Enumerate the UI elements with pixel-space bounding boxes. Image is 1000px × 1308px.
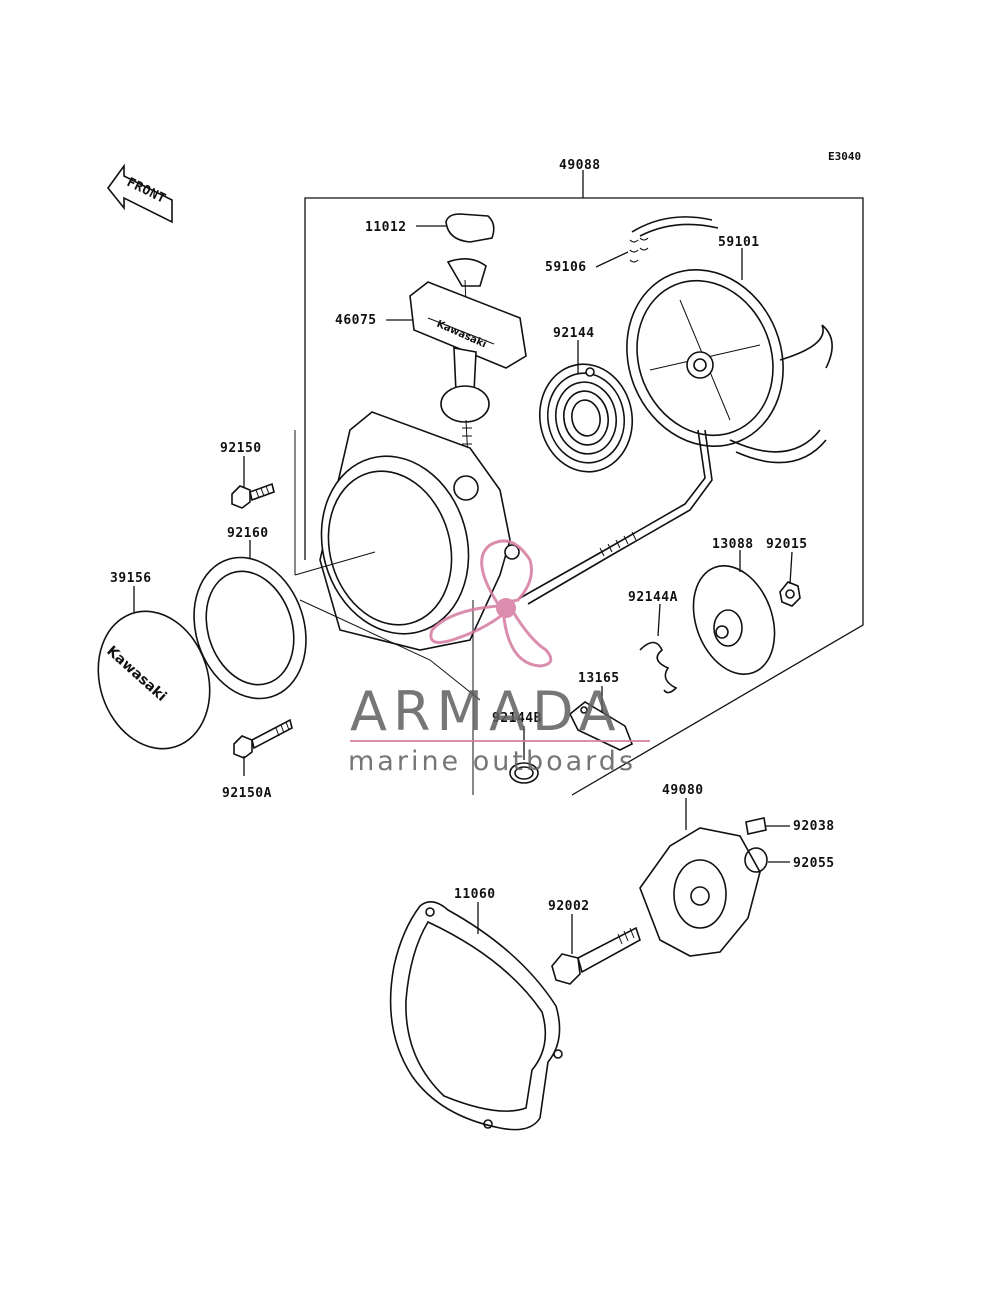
label-49080: 49080 <box>662 783 704 798</box>
label-92002: 92002 <box>548 899 590 914</box>
label-92160: 92160 <box>227 526 269 541</box>
label-13165: 13165 <box>578 671 620 686</box>
label-46075: 46075 <box>335 313 377 328</box>
part-11060-gasket <box>389 901 563 1131</box>
armada-watermark: ARMADA marine outboards <box>348 539 650 777</box>
part-92144-recoil-spring <box>538 363 634 473</box>
part-49080-drive-plate <box>639 827 761 957</box>
part-92055-o-ring <box>744 847 768 873</box>
part-11012-grip-cap <box>445 213 495 243</box>
part-13165-pawl <box>568 701 634 751</box>
assembly-bracket-49088 <box>304 170 864 796</box>
part-92015-nut <box>779 581 801 607</box>
part-39156-cover: Kawasaki <box>97 610 211 750</box>
part-number-labels: 49088 11012 59106 59101 46075 92144 9215… <box>110 158 835 914</box>
label-49088: 49088 <box>559 158 601 173</box>
label-92150: 92150 <box>220 441 262 456</box>
watermark-subtitle: marine outboards <box>348 746 636 777</box>
label-92144B: 92144B <box>492 711 542 726</box>
label-92055: 92055 <box>793 856 835 871</box>
label-92144: 92144 <box>553 326 595 341</box>
part-92002-bolt <box>551 926 641 985</box>
label-11060: 11060 <box>454 887 496 902</box>
label-92150A: 92150A <box>222 786 272 801</box>
label-59106: 59106 <box>545 260 587 275</box>
propeller-logo-icon <box>429 539 553 668</box>
watermark-title: ARMADA <box>350 680 622 743</box>
diagram-code: E3040 <box>828 150 861 163</box>
part-46075-starter-handle: Kawasaki <box>409 258 527 461</box>
part-92160-gasket <box>193 556 307 700</box>
part-92144B-spring <box>509 762 539 784</box>
label-59101: 59101 <box>718 235 760 250</box>
label-92015: 92015 <box>766 537 808 552</box>
front-arrow-icon: FRONT <box>106 163 173 224</box>
part-92038-key <box>745 817 767 835</box>
part-92144A-clip <box>639 641 678 694</box>
label-92144A: 92144A <box>628 590 678 605</box>
part-starter-rope <box>519 429 713 605</box>
part-13088-ratchet-plate <box>692 564 776 676</box>
leader-lines <box>133 225 793 954</box>
label-13088: 13088 <box>712 537 754 552</box>
part-starter-housing <box>294 411 520 795</box>
label-92038: 92038 <box>793 819 835 834</box>
part-59101-recoil-reel <box>626 216 833 464</box>
label-39156: 39156 <box>110 571 152 586</box>
part-92150A-bolt <box>233 718 293 759</box>
label-11012: 11012 <box>365 220 407 235</box>
part-92150-bolt <box>231 482 275 509</box>
